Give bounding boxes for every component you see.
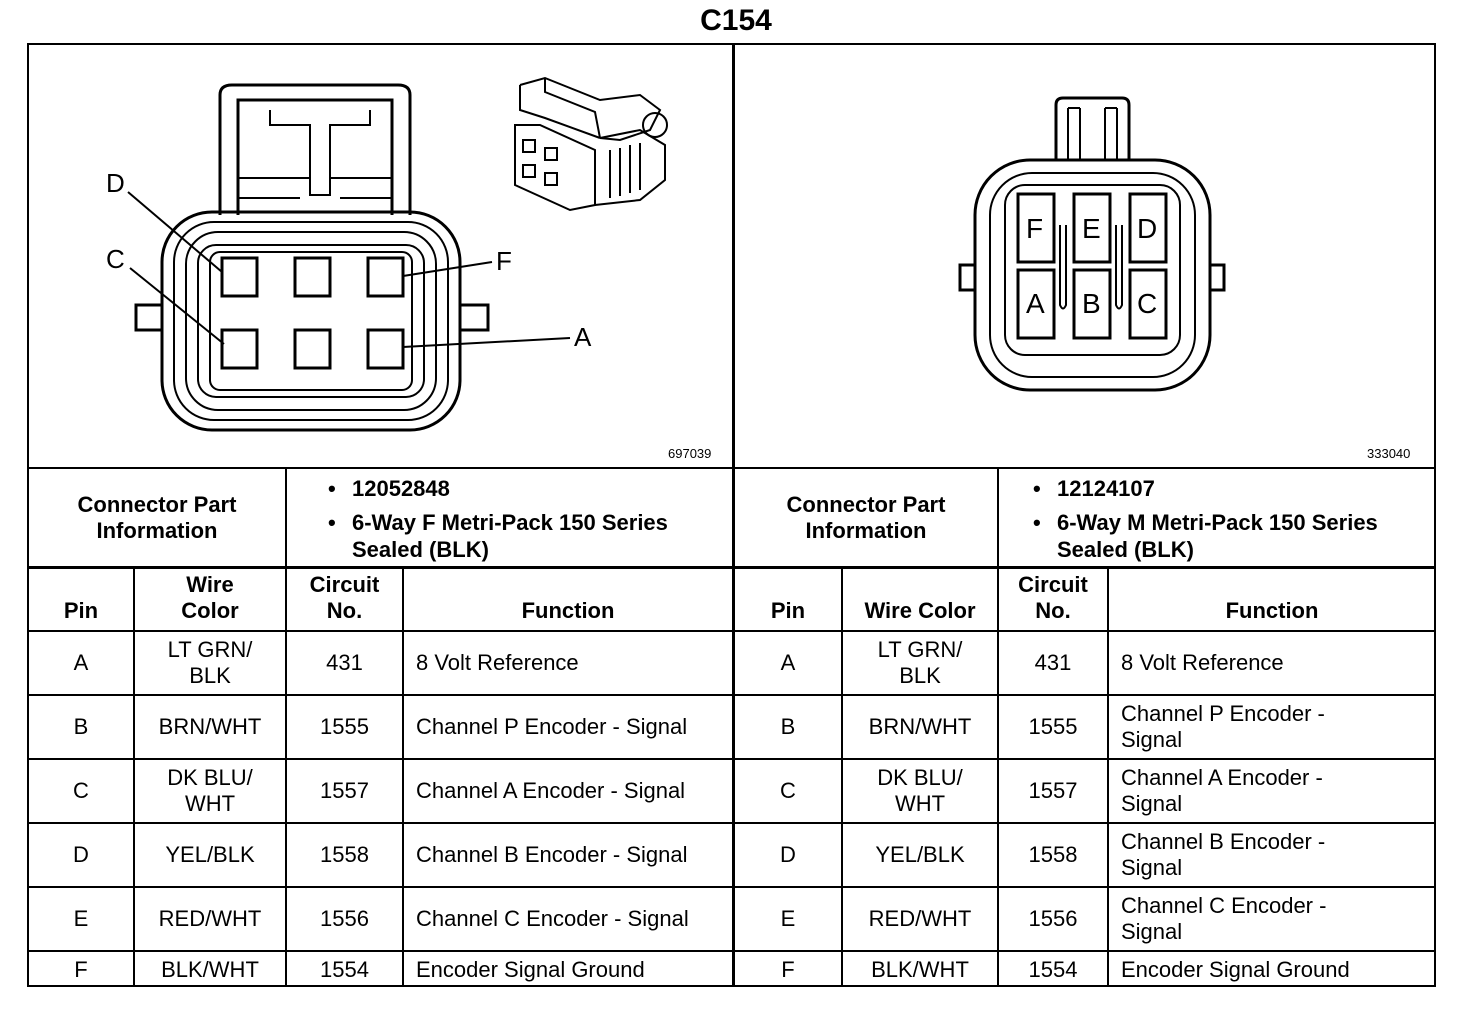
pin-cell: E — [73, 906, 89, 931]
pin-label-d: D — [1137, 213, 1157, 244]
rule — [997, 467, 999, 987]
part-number: 12124107 — [1057, 476, 1155, 501]
wire-color-cell: BLK/WHT — [871, 956, 969, 982]
rule — [27, 630, 1436, 632]
wire-color-cell: YEL/BLK — [875, 842, 965, 867]
pin-cell: E — [780, 906, 796, 931]
function-cell: 8 Volt Reference — [1121, 650, 1284, 675]
rule — [1107, 566, 1109, 987]
pin-cell: C — [73, 778, 89, 803]
circuit-cell: 1556 — [320, 906, 369, 931]
circuit-cell: 1556 — [1028, 906, 1078, 931]
part-description: 6-Way M Metri-Pack 150 Series Sealed (BL… — [1057, 510, 1378, 562]
wire-color-cell: DK BLU/ WHT — [167, 765, 253, 816]
function-cell: Channel A Encoder - Signal — [416, 778, 686, 803]
column-header-circuit: Circuit No. — [1018, 572, 1088, 623]
wire-color-cell: RED/WHT — [158, 906, 262, 931]
pin-cell: F — [781, 956, 795, 982]
right-image-id: 333040 — [1367, 446, 1410, 461]
rule — [27, 822, 1436, 824]
column-header-circuit: Circuit No. — [309, 572, 380, 623]
wire-color-cell: YEL/BLK — [165, 842, 255, 867]
pin-cell: A — [780, 650, 796, 675]
male-connector-diagram: F E D A B C 333040 — [958, 96, 1410, 461]
pin-label-f: F — [1026, 213, 1043, 244]
circuit-cell: 1555 — [1028, 714, 1078, 739]
function-cell: Channel B Encoder - Signal — [416, 842, 688, 867]
function-cell: Channel C Encoder - Signal — [1121, 893, 1327, 944]
female-connector-diagram: D C F A 697039 — [106, 76, 711, 461]
pin-label-c: C — [1137, 288, 1157, 319]
pin-label-a: A — [574, 322, 592, 352]
circuit-cell: 1557 — [1028, 778, 1078, 803]
function-cell: Channel P Encoder - Signal — [1121, 701, 1325, 752]
pin-cell: F — [74, 956, 88, 982]
wire-color-cell: RED/WHT — [868, 906, 972, 931]
connector-sheet-border — [27, 43, 1436, 987]
rule — [27, 467, 1436, 469]
circuit-cell: 1555 — [320, 714, 369, 739]
pin-label-b: B — [1082, 288, 1101, 319]
wire-color-cell: BLK/WHT — [161, 956, 259, 982]
column-header-wire-color: Wire Color — [181, 572, 239, 623]
function-cell: Channel A Encoder - Signal — [1121, 765, 1323, 816]
circuit-cell: 1554 — [1028, 956, 1078, 982]
column-header-function: Function — [1225, 598, 1319, 623]
wire-color-cell: LT GRN/ BLK — [167, 637, 253, 688]
connector-part-info-label: Connector Part Information — [786, 491, 946, 543]
pin-cell: D — [780, 842, 796, 867]
rule — [133, 566, 135, 987]
circuit-cell: 431 — [326, 650, 363, 675]
rule — [27, 950, 1436, 952]
function-cell: Encoder Signal Ground — [416, 956, 645, 982]
pin-cell: B — [73, 714, 89, 739]
rule — [285, 467, 287, 987]
circuit-cell: 1554 — [320, 956, 369, 982]
connector-part-info-label: Connector Part Information — [77, 491, 237, 543]
part-description: 6-Way F Metri-Pack 150 Series Sealed (BL… — [352, 510, 668, 562]
column-header-pin: Pin — [770, 598, 806, 623]
function-cell: Encoder Signal Ground — [1121, 956, 1350, 982]
rule — [732, 467, 735, 987]
part-number: 12052848 — [352, 476, 450, 501]
rule — [402, 566, 404, 987]
page-title: C154 — [700, 4, 772, 37]
pin-label-c: C — [106, 244, 125, 274]
pin-label-a: A — [1026, 288, 1045, 319]
pin-cell: D — [73, 842, 89, 867]
column-header-function: Function — [521, 598, 615, 623]
function-cell: Channel C Encoder - Signal — [416, 906, 689, 931]
wire-color-cell: BRN/WHT — [868, 714, 972, 739]
function-cell: Channel B Encoder - Signal — [1121, 829, 1326, 880]
rule — [841, 566, 843, 987]
pin-label-f: F — [496, 246, 512, 276]
function-cell: 8 Volt Reference — [416, 650, 579, 675]
pin-cell: B — [780, 714, 796, 739]
wire-color-cell: BRN/WHT — [158, 714, 262, 739]
pin-label-e: E — [1082, 213, 1101, 244]
wire-color-cell: LT GRN/ BLK — [877, 637, 963, 688]
pin-cell: C — [780, 778, 796, 803]
pin-cell: A — [73, 650, 89, 675]
connector-isometric-icon — [514, 76, 668, 212]
column-header-wire-color: Wire Color — [864, 598, 976, 623]
circuit-cell: 1558 — [1028, 842, 1078, 867]
wire-color-cell: DK BLU/ WHT — [877, 765, 963, 816]
rule — [27, 566, 1436, 569]
left-image-id: 697039 — [668, 446, 711, 461]
circuit-cell: 431 — [1034, 650, 1072, 675]
connector-part-info-list: •12052848 •6-Way F Metri-Pack 150 Series… — [328, 475, 728, 563]
panel-divider — [732, 45, 735, 568]
rule — [27, 758, 1436, 760]
column-header-pin: Pin — [63, 598, 99, 623]
pin-label-d: D — [106, 168, 125, 198]
circuit-cell: 1557 — [320, 778, 369, 803]
function-cell: Channel P Encoder - Signal — [416, 714, 688, 739]
circuit-cell: 1558 — [320, 842, 369, 867]
rule — [27, 886, 1436, 888]
connector-part-info-list: •12124107 •6-Way M Metri-Pack 150 Series… — [1033, 475, 1433, 563]
rule — [27, 694, 1436, 696]
